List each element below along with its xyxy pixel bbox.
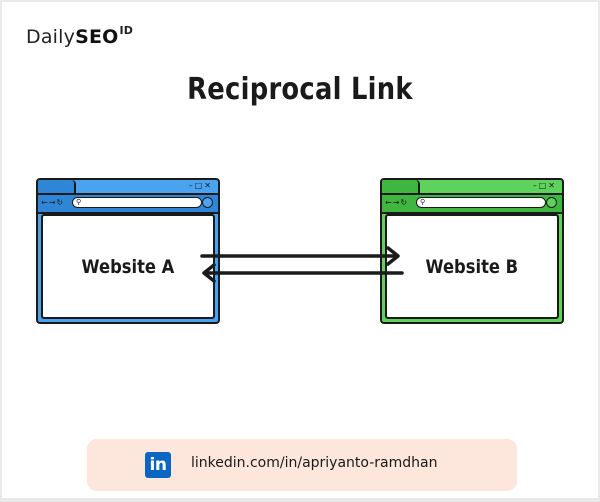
browser-toolbar: ←→↻ ⚲ [382, 193, 562, 214]
browser-tab [382, 180, 420, 193]
browser-tabbar: –□✕ [382, 180, 562, 193]
browser-toolbar: ←→↻ ⚲ [38, 193, 218, 214]
profile-circle-icon [202, 197, 213, 208]
website-b-label: Website B [425, 255, 519, 278]
brand-logo: DailySEOID [26, 24, 133, 48]
browser-window-b: –□✕ ←→↻ ⚲ Website B [380, 178, 564, 324]
search-icon: ⚲ [420, 198, 426, 206]
browser-tabbar: –□✕ [38, 180, 218, 193]
footer-linkedin-banner: in linkedin.com/in/apriyanto-ramdhan [87, 439, 517, 491]
brand-bold: SEO [75, 26, 119, 48]
arrow-a-to-b [200, 246, 400, 266]
browser-tab [38, 180, 76, 193]
address-bar: ⚲ [72, 197, 202, 208]
browser-window-a: –□✕ ←→↻ ⚲ Website A [36, 178, 220, 324]
page-title: Reciprocal Link [187, 72, 413, 107]
navigation-icons: ←→↻ [385, 198, 409, 207]
search-icon: ⚲ [76, 198, 82, 206]
window-controls-icon: –□✕ [532, 181, 557, 190]
profile-circle-icon [546, 197, 557, 208]
linkedin-url: linkedin.com/in/apriyanto-ramdhan [191, 455, 438, 471]
linkedin-icon: in [145, 452, 171, 478]
address-bar: ⚲ [416, 197, 546, 208]
window-controls-icon: –□✕ [188, 181, 213, 190]
browser-content: Website B [385, 214, 559, 319]
browser-content: Website A [41, 214, 215, 319]
arrow-b-to-a [202, 263, 404, 283]
brand-superscript: ID [119, 24, 134, 37]
brand-prefix: Daily [26, 26, 76, 48]
website-a-label: Website A [81, 255, 175, 278]
reciprocal-arrows [200, 246, 404, 283]
navigation-icons: ←→↻ [41, 198, 65, 207]
